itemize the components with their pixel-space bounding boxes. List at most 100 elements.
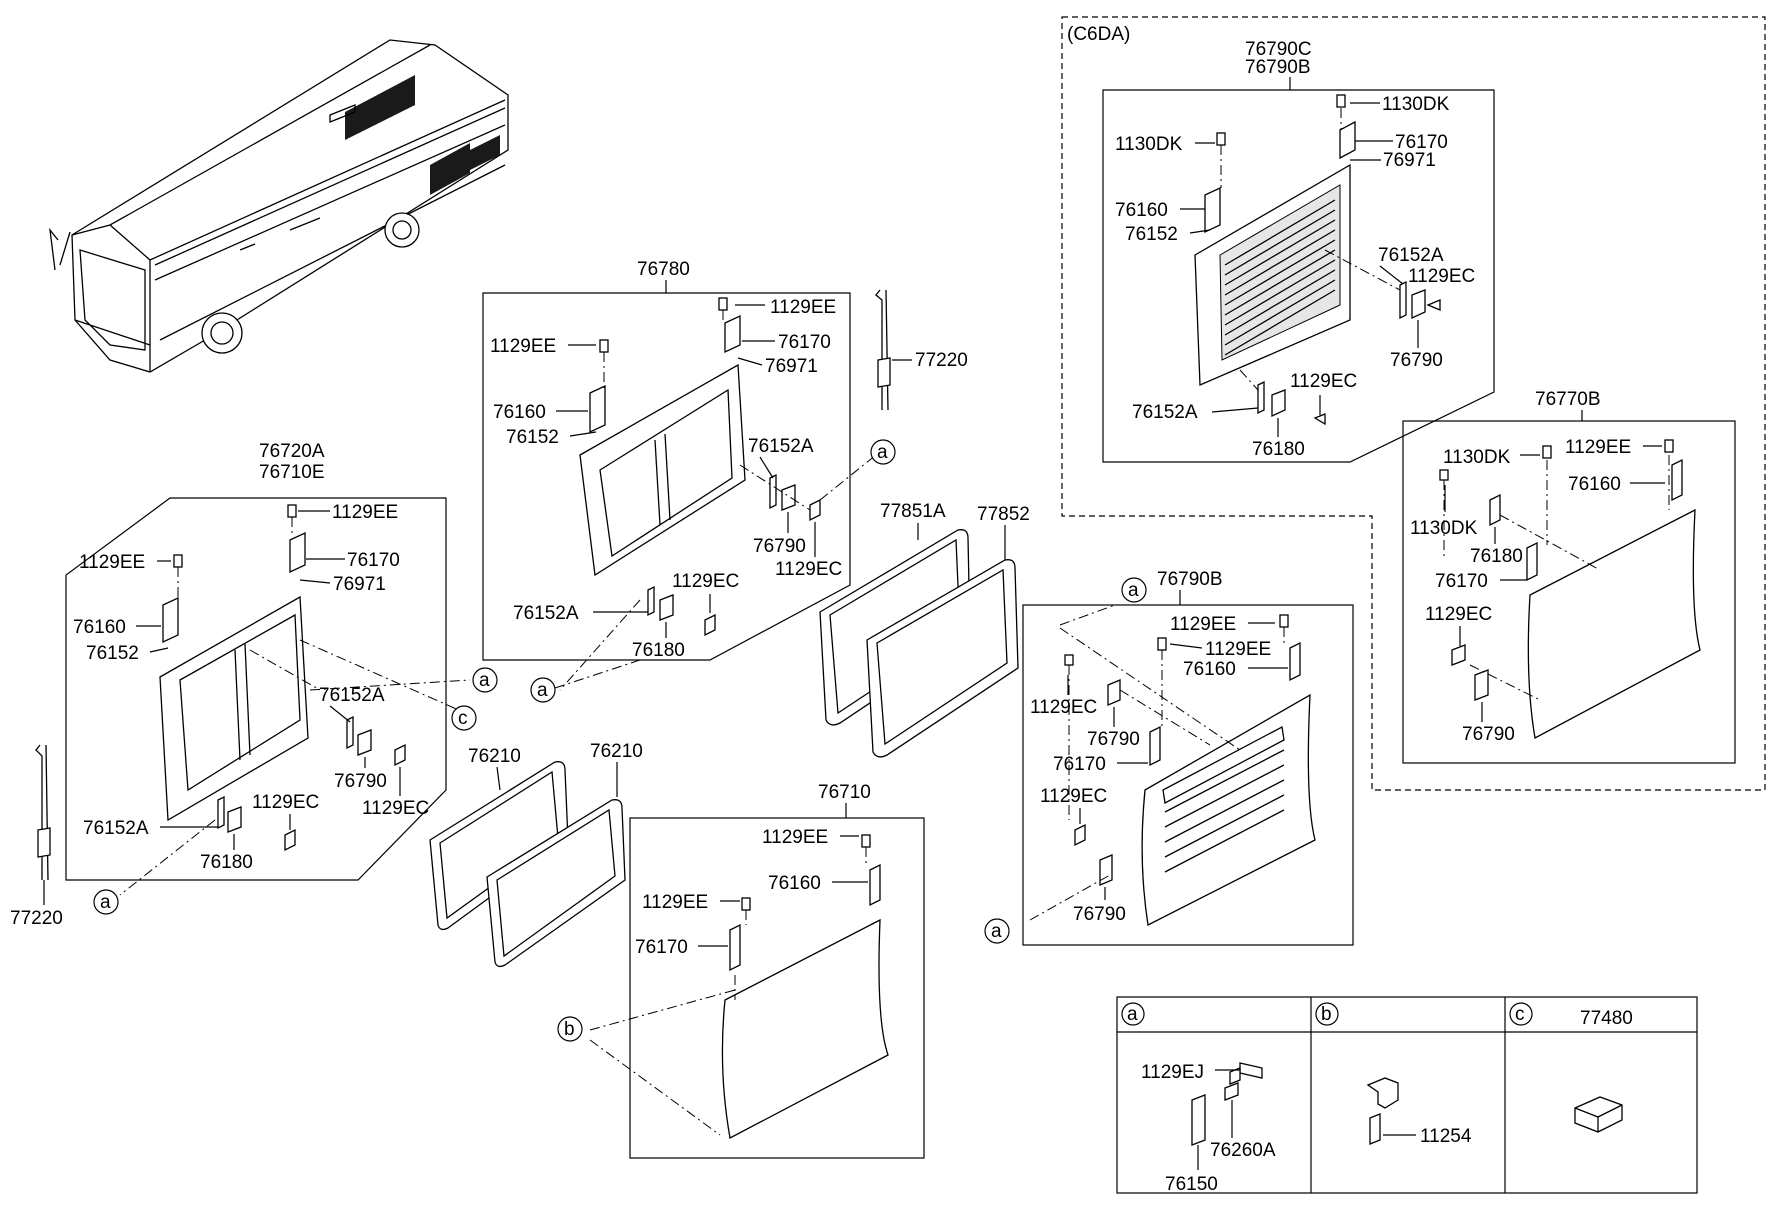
label-1129EE-76790B-a: 1129EE [1170, 614, 1236, 635]
label-76160-left: 76160 [73, 617, 126, 638]
label-76152A-76780-b: 76152A [513, 603, 579, 624]
label-77220-left: 77220 [10, 908, 63, 929]
label-77480: 77480 [1580, 1008, 1633, 1029]
label-1129EE-76770B: 1129EE [1565, 437, 1631, 458]
label-76790-76790B-a: 76790 [1087, 729, 1140, 750]
label-76150: 76150 [1165, 1174, 1218, 1195]
label-1129EC-76790B-a: 1129EC [1030, 697, 1097, 718]
label-1129EC-76790B-b: 1129EC [1040, 786, 1107, 807]
label-76790-76780: 76790 [753, 536, 806, 557]
label-76971-c6da: 76971 [1383, 150, 1436, 171]
label-76710E: 76710E [259, 462, 325, 483]
ref-a-marker-3: a [479, 670, 490, 691]
label-76170-76780: 76170 [778, 332, 831, 353]
c6da-region [1061, 16, 1766, 791]
weatherstrip-77851A-group: 77851A 77852 [819, 501, 1030, 758]
ref-a-marker-6: a [991, 921, 1002, 942]
c6da-panel-group: 76790C 76790B 1130DK 1130DK 76170 76971 [1102, 39, 1495, 463]
label-76790B-mid: 76790B [1157, 569, 1223, 590]
window-76720A-group: 76720A 76710E 1129EE 1129EE 76170 76971 … [65, 441, 471, 896]
rod-77220-left: 77220 [10, 744, 63, 929]
label-76152-left: 76152 [86, 643, 139, 664]
ref-a-marker-4: a [100, 892, 111, 913]
ref-a-marker-5: a [1128, 580, 1139, 601]
label-76790-76790B-b: 76790 [1073, 904, 1126, 925]
label-1129EE-left-b: 1129EE [79, 552, 145, 573]
label-76971-left: 76971 [333, 574, 386, 595]
label-1129EC-76780-b: 1129EC [672, 571, 739, 592]
label-76160-76710: 76160 [768, 873, 821, 894]
label-77851A: 77851A [880, 501, 946, 522]
label-76152A-left-b: 76152A [83, 818, 149, 839]
label-76180-76770B: 76180 [1470, 546, 1523, 567]
label-76170-c6da: 76170 [1395, 132, 1448, 153]
label-76152-76780: 76152 [506, 427, 559, 448]
label-1129EE-76780-a: 1129EE [770, 297, 836, 318]
c6da-label: (C6DA) [1067, 24, 1130, 45]
label-1129EJ: 1129EJ [1141, 1062, 1204, 1083]
label-1129EC-left-a: 1129EC [362, 798, 429, 819]
ref-a-marker-1: a [877, 442, 888, 463]
weatherstrip-76210-group: 76210 76210 [429, 741, 643, 968]
label-1129EE-76710-b: 1129EE [642, 892, 708, 913]
label-76152-c6da: 76152 [1125, 224, 1178, 245]
ref-b-marker: b [564, 1019, 575, 1040]
label-76152A-76780-a: 76152A [748, 436, 814, 457]
label-1129EE-76780-b: 1129EE [490, 336, 556, 357]
label-76160-c6da: 76160 [1115, 200, 1168, 221]
label-11254: 11254 [1420, 1126, 1472, 1147]
label-76260A: 76260A [1210, 1140, 1276, 1161]
label-76710: 76710 [818, 782, 871, 803]
label-76170-76710: 76170 [635, 937, 688, 958]
legend-table: a b c 77480 1129EJ 76260A 76150 11254 [1116, 996, 1698, 1195]
label-76790-left: 76790 [334, 771, 387, 792]
label-1130DK-76770B-a: 1130DK [1443, 447, 1511, 468]
rod-77220-right: 77220 [875, 289, 968, 411]
label-76180-left: 76180 [200, 852, 253, 873]
label-76770B: 76770B [1535, 389, 1601, 410]
label-76790-76770B: 76790 [1462, 724, 1515, 745]
label-76790-c6da: 76790 [1390, 350, 1443, 371]
label-76170-left: 76170 [347, 550, 400, 571]
label-1129EC-76770B: 1129EC [1425, 604, 1492, 625]
label-1129EE-76710-a: 1129EE [762, 827, 828, 848]
label-1130DK-76770B-b: 1130DK [1410, 518, 1478, 539]
label-76971-76780: 76971 [765, 356, 818, 377]
bus-illustration [49, 39, 509, 373]
label-1130DK-c6da-a: 1130DK [1382, 94, 1450, 115]
label-77852: 77852 [977, 504, 1030, 525]
label-76210-b: 76210 [590, 741, 643, 762]
label-77220-right: 77220 [915, 350, 968, 371]
label-76160-76770B: 76160 [1568, 474, 1621, 495]
label-1129EC-76780-a: 1129EC [775, 559, 842, 580]
window-76780-group: 76780 1129EE 1129EE 76170 76971 76160 76… [482, 259, 877, 691]
label-76152A-c6da-a: 76152A [1378, 245, 1444, 266]
label-1129EE-left-a: 1129EE [332, 502, 398, 523]
panel-76770B-group: 76770B 1130DK 1129EE 76160 1130DK 76180 … [1402, 389, 1736, 764]
legend-ref-a: a [1127, 1004, 1138, 1025]
label-1129EC-c6da-a: 1129EC [1408, 266, 1475, 287]
ref-a-marker-2: a [537, 680, 548, 701]
legend-ref-c: c [1515, 1004, 1525, 1025]
label-76790B-top: 76790B [1245, 57, 1311, 78]
label-76720A: 76720A [259, 441, 325, 462]
reference-markers: a a a c a a a b [93, 439, 1147, 1042]
label-76790C: 76790C [1245, 39, 1312, 60]
label-1130DK-c6da-b: 1130DK [1115, 134, 1183, 155]
label-76160-76790B: 76160 [1183, 659, 1236, 680]
label-76170-76790B: 76170 [1053, 754, 1106, 775]
label-76210-a: 76210 [468, 746, 521, 767]
ref-c-marker: c [458, 708, 468, 729]
label-1129EC-left-b: 1129EC [252, 792, 319, 813]
label-76170-76770B: 76170 [1435, 571, 1488, 592]
legend-ref-b: b [1321, 1004, 1332, 1025]
panel-76710-group: 76710 1129EE 76160 1129EE 76170 [589, 782, 925, 1159]
label-76780: 76780 [637, 259, 690, 280]
panel-76790B-group: 76790B 1129EE 1129EE 76160 1129EC 76790 [1022, 569, 1354, 946]
label-76180-76780: 76180 [632, 640, 685, 661]
label-76160-76780: 76160 [493, 402, 546, 423]
label-1129EC-c6da-b: 1129EC [1290, 371, 1357, 392]
label-1129EE-76790B-b: 1129EE [1205, 639, 1271, 660]
